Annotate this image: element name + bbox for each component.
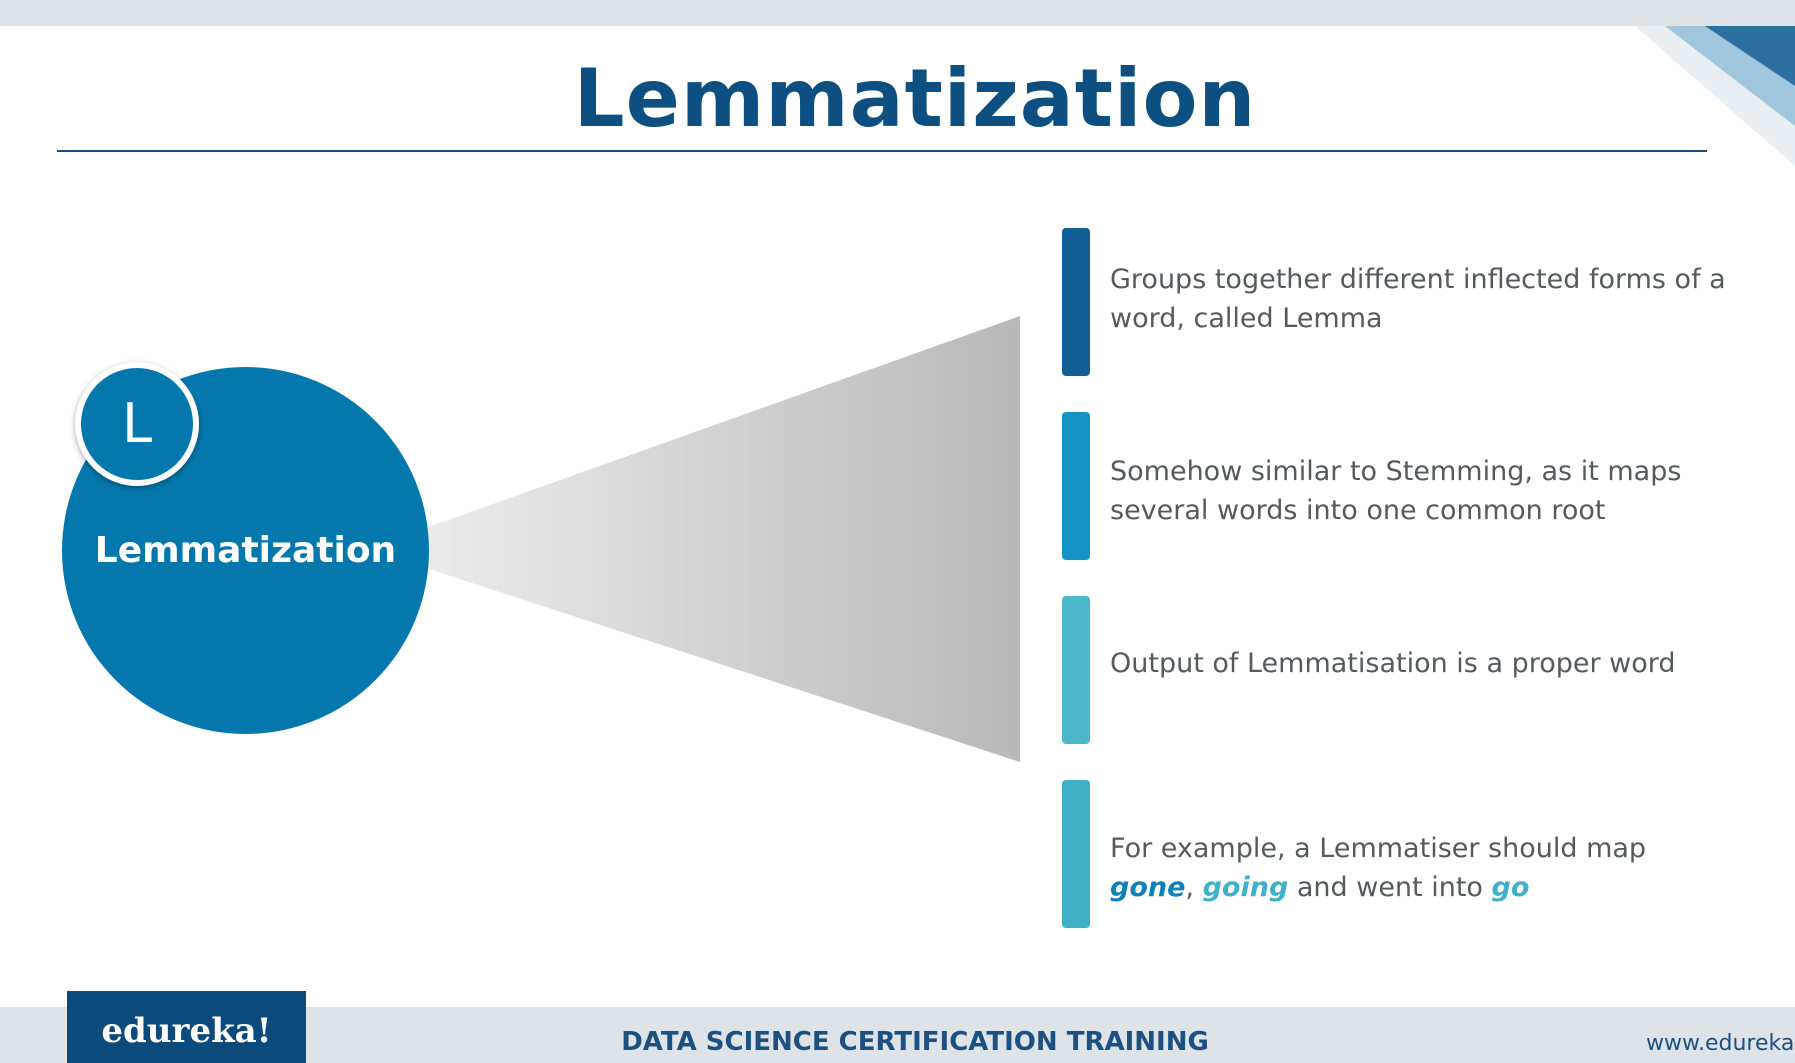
slide-title: Lemmatization: [573, 52, 1257, 145]
footer-course-title: DATA SCIENCE CERTIFICATION TRAINING: [621, 1027, 1209, 1057]
point-3-text: Output of Lemmatisation is a proper word: [1110, 648, 1676, 679]
footer-url: www.edureka: [1646, 1031, 1795, 1056]
point-4-separator: ,: [1185, 872, 1203, 903]
edureka-logo-box: [67, 991, 306, 1063]
point-4-text: For example, a Lemmatiser should map gon…: [1110, 829, 1670, 907]
top-band: [0, 0, 1795, 26]
point-1-text: Groups together different inflected form…: [1110, 264, 1726, 334]
letter-badge: [75, 362, 199, 486]
edureka-logo: edureka!: [101, 1011, 272, 1051]
point-4-text-middle: and went into: [1288, 872, 1492, 903]
point-3-bar: [1062, 596, 1090, 744]
point-4-bar: [1062, 780, 1090, 928]
letter-badge-text: L: [121, 392, 153, 455]
title-underline: [57, 150, 1707, 152]
point-2-bar: [1062, 412, 1090, 560]
point-2-text: Somehow similar to Stemming, as it maps …: [1110, 456, 1682, 526]
point-1-bar: [1062, 228, 1090, 376]
example-word-going: going: [1202, 872, 1289, 903]
point-4-text-before: For example, a Lemmatiser should map: [1110, 833, 1647, 864]
example-word-go: go: [1491, 872, 1530, 903]
corner-decoration: [1635, 26, 1795, 166]
concept-circle-label: Lemmatization: [94, 530, 397, 571]
example-word-gone: gone: [1110, 872, 1186, 903]
